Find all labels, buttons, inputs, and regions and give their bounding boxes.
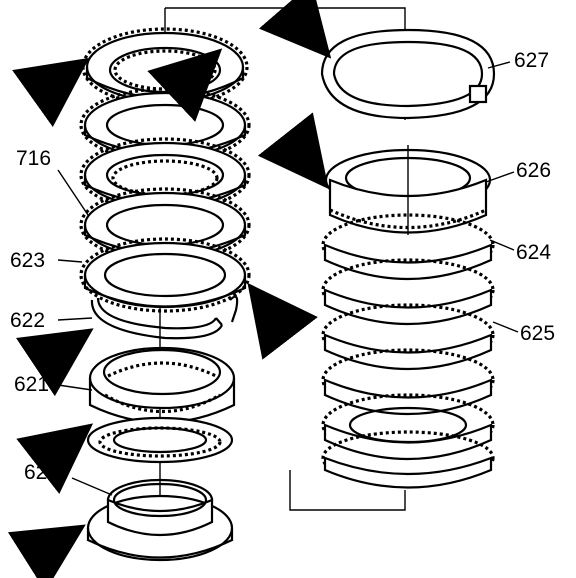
- arrow-race-620: [7, 524, 86, 578]
- arrow-bearing: [16, 423, 94, 495]
- arrow-left-top: [12, 57, 90, 128]
- arrow-inner-top: [147, 48, 223, 122]
- arrow-right-top: [258, 0, 332, 59]
- left-plate-3: [79, 137, 251, 213]
- right-plate-c: [321, 393, 495, 461]
- callout-625: 625: [520, 322, 556, 345]
- arrow-snap-ring: [247, 282, 318, 360]
- arrow-right-mid: [257, 112, 329, 189]
- right-plate-stack: [321, 145, 495, 489]
- callout-620: 620: [24, 461, 60, 484]
- callout-627: 627: [514, 49, 550, 72]
- callout-622: 622: [10, 309, 46, 332]
- callout-621: 621: [14, 373, 50, 396]
- callout-716: 716: [16, 147, 52, 170]
- left-plate-5: [79, 237, 251, 313]
- callout-623: 623: [10, 249, 46, 272]
- arrow-ring-622: [15, 328, 94, 397]
- bearing-race: [86, 416, 234, 464]
- left-plate-stack: [79, 27, 251, 340]
- snap-ring-622: [90, 295, 239, 340]
- right-plate-d: [321, 430, 495, 489]
- race-620: [86, 478, 234, 562]
- callout-624: 624: [516, 241, 552, 264]
- direction-arrows: [7, 0, 332, 578]
- callout-626: 626: [516, 159, 552, 182]
- snap-ring-627: [320, 28, 496, 120]
- roller-clutch-621: [88, 346, 236, 424]
